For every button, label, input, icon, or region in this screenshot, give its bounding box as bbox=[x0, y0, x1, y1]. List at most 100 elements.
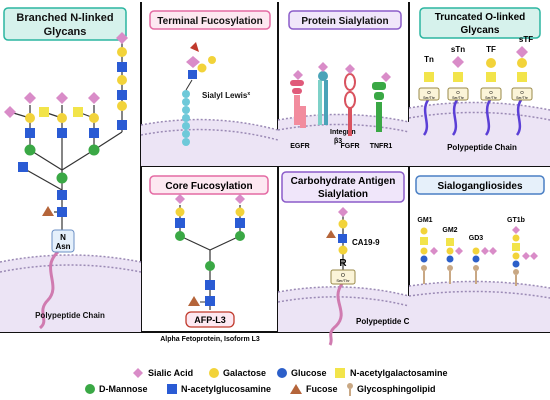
terminal-title: Terminal Fucosylation bbox=[157, 16, 262, 27]
branched-membrane-edge-2 bbox=[0, 264, 142, 273]
sialyl-lewis-stalk bbox=[182, 90, 190, 146]
anchor-bottom: Ser/Thr bbox=[452, 96, 465, 100]
mannose-circle bbox=[88, 144, 100, 156]
branched-title-line2: Glycans bbox=[44, 26, 87, 38]
legend-fucose: Fucose bbox=[306, 384, 338, 394]
panel-terminal-fucosylation: Terminal Fucosylation Sialyl Lewisx bbox=[140, 10, 279, 166]
legend-sialic-acid: Sialic Acid bbox=[148, 368, 193, 378]
panel-carbohydrate-antigen: Carbohydrate Antigen Sialylation CA19-9 … bbox=[277, 171, 426, 346]
mannose-circle bbox=[56, 172, 68, 184]
fgfr-label: FGFR bbox=[340, 143, 359, 150]
branched-membrane bbox=[0, 255, 141, 332]
truncated-title-line1: Truncated O-linked bbox=[435, 12, 526, 23]
galactose-circle bbox=[89, 113, 99, 123]
carbo-title-box bbox=[281, 171, 405, 203]
gm2-structure: GM2 bbox=[442, 227, 463, 284]
carbo-chain-label: Polypeptide Chain bbox=[356, 317, 426, 326]
tf-label: TF bbox=[486, 45, 496, 54]
mannose-icon bbox=[85, 384, 95, 394]
core-title-box bbox=[149, 175, 269, 195]
tnfr1-label: TNFR1 bbox=[370, 143, 393, 150]
legend-galnac: N-acetylgalactosamine bbox=[350, 368, 448, 378]
galnac-icon bbox=[335, 368, 345, 378]
legend: Sialic Acid Galactose Glucose N-acetylga… bbox=[85, 368, 448, 396]
glucose-icon bbox=[277, 368, 287, 378]
sialyl-lewis-label: Sialyl Lewisx bbox=[202, 91, 250, 100]
gd3-label: GD3 bbox=[469, 235, 484, 242]
gd3-structure: GD3 bbox=[469, 235, 497, 284]
ca19-9-label: CA19-9 bbox=[352, 238, 380, 247]
mannose-circle bbox=[24, 144, 36, 156]
legend-glycosphingolipid: Glycosphingolipid bbox=[357, 384, 436, 394]
asn-bottom: Asn bbox=[55, 242, 70, 251]
panel-branched-n-linked: Branched N-linked Glycans N Asn bbox=[0, 7, 142, 332]
sialo-title: Sialogangliosides bbox=[437, 181, 522, 192]
integrin-label-2: β3 bbox=[334, 138, 342, 145]
integrin-label-1: Integrin bbox=[330, 129, 356, 136]
core-title: Core Fucosylation bbox=[165, 181, 252, 192]
asn-top: N bbox=[60, 233, 66, 242]
egfr-label: EGFR bbox=[290, 143, 309, 150]
sialic-diamond bbox=[24, 92, 36, 104]
legend-glcnac: N-acetylglucosamine bbox=[181, 384, 271, 394]
galactose-circle bbox=[57, 113, 67, 123]
afp-caption: Alpha Fetoprotein, Isoform L3 bbox=[160, 336, 260, 343]
galactose-icon bbox=[209, 368, 219, 378]
galactose-circle bbox=[25, 113, 35, 123]
sialylation-title-box bbox=[288, 10, 402, 30]
asn-box bbox=[51, 229, 75, 253]
glcnac-square bbox=[18, 162, 28, 172]
sialic-acid-icon bbox=[133, 368, 143, 378]
panel-core-fucosylation: Core Fucosylation AFP-L3 Alpha Fetoprote… bbox=[149, 175, 269, 343]
branched-fucose bbox=[42, 206, 54, 216]
anchor-bottom: Ser/Thr bbox=[423, 96, 436, 100]
gt1b-structure: GT1b bbox=[507, 217, 538, 286]
carbo-anchor-top: O bbox=[341, 273, 345, 279]
integrin-receptor bbox=[318, 62, 328, 125]
glcnac-square bbox=[57, 190, 67, 200]
glcnac-icon bbox=[167, 384, 177, 394]
truncated-chains bbox=[422, 99, 523, 136]
terminal-title-box bbox=[149, 10, 271, 30]
truncated-title-line2: Glycans bbox=[461, 25, 500, 36]
ser-thr-anchors bbox=[418, 87, 533, 101]
tn-label: Tn bbox=[424, 55, 434, 64]
carbo-polypeptide bbox=[328, 283, 344, 346]
branched-title-box bbox=[3, 7, 127, 41]
anchor-top: O bbox=[456, 90, 460, 95]
panel-protein-sialylation: Protein Sialylation EGFR Integrin β3 bbox=[277, 10, 410, 166]
legend-mannose: D-Mannose bbox=[99, 384, 148, 394]
legend-glucose: Glucose bbox=[291, 368, 327, 378]
truncated-title-box bbox=[419, 7, 541, 39]
truncated-chain-label: Polypeptide Chain bbox=[447, 143, 517, 152]
carbo-title-line1: Carbohydrate Antigen bbox=[291, 176, 396, 187]
glcnac-square bbox=[57, 207, 67, 217]
glycosphingolipid-icon bbox=[347, 383, 353, 389]
branched-polypeptide bbox=[38, 250, 60, 330]
sialo-title-box bbox=[415, 175, 545, 195]
anchor-bottom: Ser/Thr bbox=[516, 96, 529, 100]
anchor-top: O bbox=[520, 90, 524, 95]
sialylation-title: Protein Sialylation bbox=[301, 16, 388, 27]
panel-truncated-o-linked: Truncated O-linked Glycans O Ser/Thr O S… bbox=[408, 7, 550, 166]
carbo-title-line2: Sialylation bbox=[318, 189, 368, 200]
carbo-anchor-bottom: Ser/Thr bbox=[336, 278, 350, 283]
gm1-structure: GM1 bbox=[417, 217, 438, 284]
anchor-top: O bbox=[489, 90, 493, 95]
gm1-label: GM1 bbox=[417, 217, 432, 224]
legend-galactose: Galactose bbox=[223, 368, 266, 378]
stf-label: sTF bbox=[519, 35, 533, 44]
stn-label: sTn bbox=[451, 45, 465, 54]
gm2-label: GM2 bbox=[442, 227, 457, 234]
branched-membrane-edge bbox=[0, 254, 142, 263]
panel-sialogangliosides: Sialogangliosides GM1 GM2 GD3 bbox=[408, 175, 550, 332]
fgfr-receptor bbox=[344, 64, 356, 136]
tnfr1-receptor bbox=[372, 72, 391, 132]
fucose-icon bbox=[290, 384, 302, 394]
r-label: R bbox=[339, 258, 347, 269]
anchor-bottom: Ser/Thr bbox=[485, 96, 498, 100]
afp-l3-label: AFP-L3 bbox=[194, 315, 226, 325]
egfr-receptor bbox=[290, 70, 306, 128]
